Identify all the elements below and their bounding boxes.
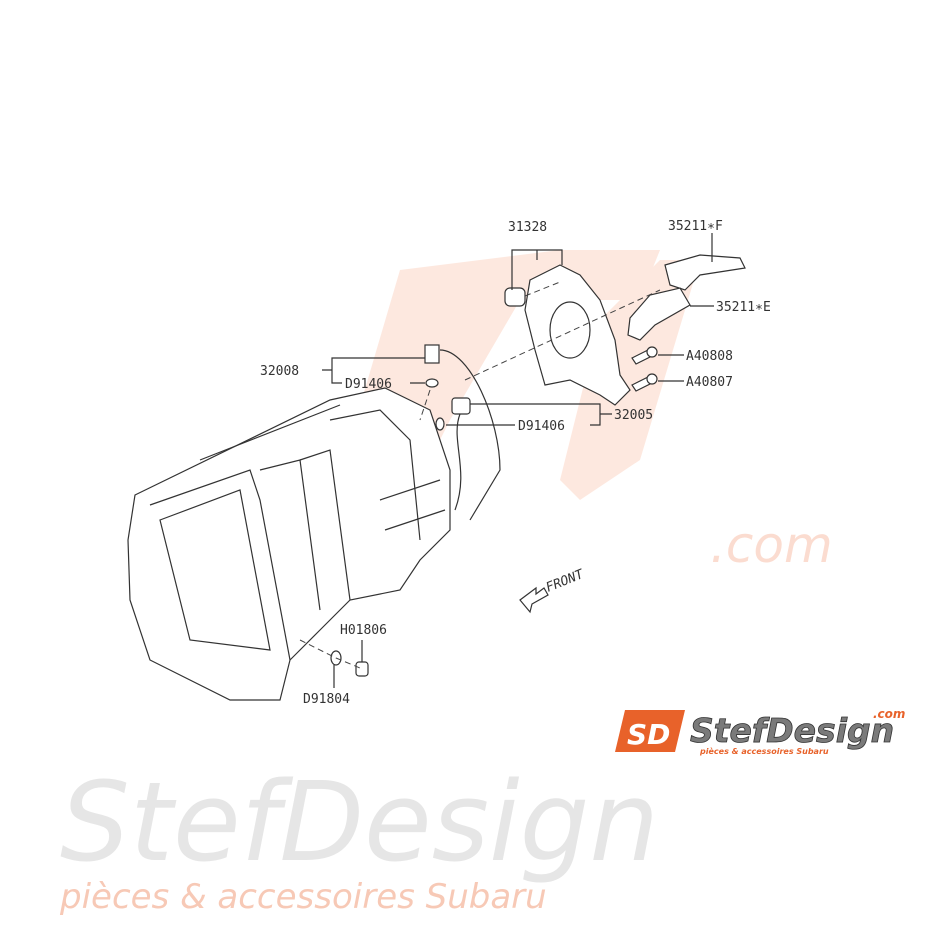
label-D91406-lower: D91406 (518, 419, 565, 434)
label-D91406-upper: D91406 (345, 377, 392, 392)
watermark-brand: StefDesign (60, 758, 659, 886)
logo-mark (615, 710, 685, 752)
watermark-tagline: pièces & accessoires Subaru (59, 877, 547, 917)
watermark-text: StefDesign pièces & accessoires Subaru (59, 758, 659, 917)
part-35211-F (664, 254, 746, 291)
washer-D91406 (435, 417, 445, 431)
plug-H01806 (355, 661, 369, 677)
label-35211-F: 35211∗F (668, 219, 723, 234)
switch-32008 (424, 344, 440, 364)
label-35211-E: 35211∗E (716, 300, 771, 315)
bushing (504, 287, 526, 307)
front-label: FRONT (544, 567, 587, 596)
logo-tagline: pièces & accessoires Subaru (699, 746, 829, 756)
logo-brand: StefDesign (690, 711, 894, 750)
transmission-case (127, 387, 451, 701)
label-D91804: D91804 (303, 692, 350, 707)
label-31328: 31328 (508, 220, 547, 235)
switch-32005 (451, 397, 471, 415)
label-32005: 32005 (614, 408, 653, 423)
washer-D91406 (425, 378, 439, 388)
front-arrow-icon (519, 586, 549, 614)
switch-wire (439, 349, 501, 521)
switch-wire (454, 413, 462, 511)
logo-domain: .com (873, 707, 905, 721)
part-31328-cover (504, 264, 631, 406)
label-A40808: A40808 (686, 349, 733, 364)
watermark-domain: .com (710, 516, 833, 574)
label-32008: 32008 (260, 364, 299, 379)
label-H01806: H01806 (340, 623, 387, 638)
label-A40807: A40807 (686, 375, 733, 390)
logo-mark-text: SD (627, 718, 670, 751)
part-35211-E (627, 287, 691, 341)
stefdesign-logo: SD StefDesign .com pièces & accessoires … (615, 707, 905, 756)
watermark-logo-shape (560, 260, 700, 500)
